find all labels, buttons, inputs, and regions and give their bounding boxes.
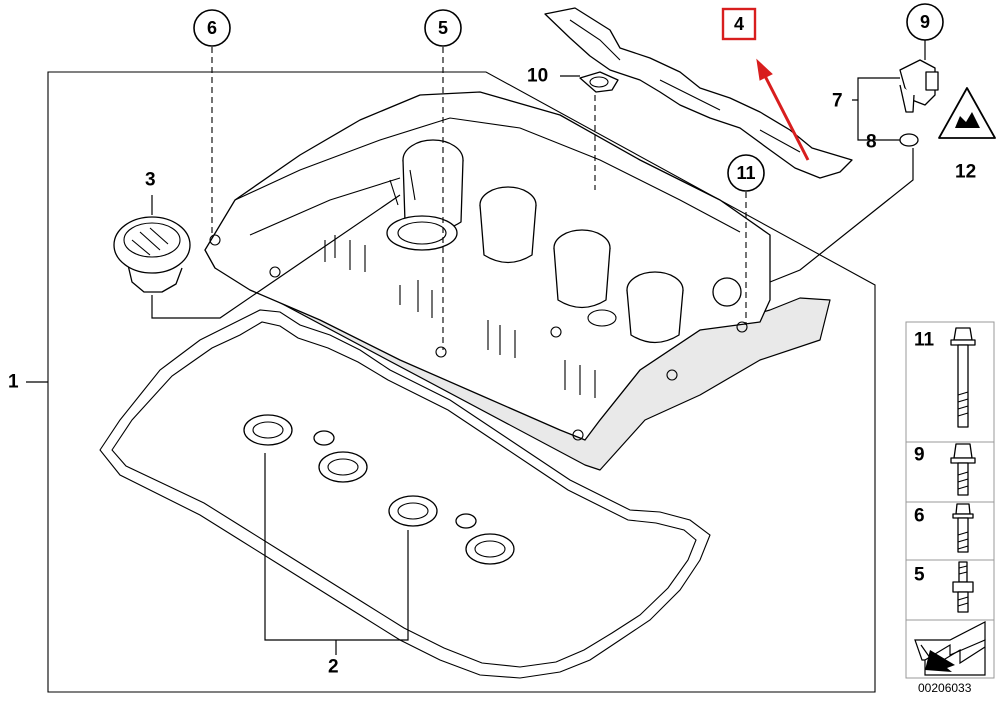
- stud-5-icon: [952, 561, 974, 613]
- callout-6-label: 6: [207, 18, 217, 38]
- washer-10: [579, 71, 619, 93]
- label-10: 10: [527, 66, 548, 87]
- leader-3b: [151, 194, 401, 319]
- callout-9: 9: [906, 3, 944, 41]
- leader-7: [852, 77, 900, 141]
- warning-triangle-icon: [938, 87, 996, 139]
- document-id: 00206033: [918, 681, 972, 695]
- callout-9-label: 9: [920, 12, 930, 32]
- callout-6: 6: [193, 9, 231, 47]
- callout-4: 4: [721, 7, 757, 41]
- bolt-5-label: 5: [914, 565, 925, 586]
- label-2: 2: [328, 657, 339, 678]
- callout-11: 11: [727, 154, 765, 192]
- leader-sensor-drop: [769, 148, 914, 283]
- label-8: 8: [866, 132, 877, 153]
- bolt-9-icon: [950, 443, 976, 496]
- highlight-arrow: [761, 71, 810, 161]
- label-3: 3: [145, 170, 156, 191]
- callout-5: 5: [424, 9, 462, 47]
- valve-cover: [204, 91, 831, 471]
- highlight-arrow-head: [756, 58, 773, 81]
- bolt-6-label: 6: [914, 506, 925, 527]
- bolt-legend: 11 9 6 5: [905, 321, 995, 679]
- engine-cover-strip: [544, 7, 853, 179]
- oil-filler-cap: [113, 216, 191, 293]
- bolt-6-icon: [952, 503, 974, 553]
- valve-cover-gasket: [99, 309, 711, 679]
- callout-11-label: 11: [736, 163, 755, 183]
- label-1: 1: [8, 372, 19, 393]
- leader-2: [264, 453, 409, 655]
- direction-arrow-icon: [914, 621, 986, 676]
- callout-5-label: 5: [438, 18, 448, 38]
- bolt-9-label: 9: [914, 445, 925, 466]
- bolt-11-label: 11: [914, 330, 935, 351]
- tube-seal-rings: [243, 414, 515, 565]
- assembly-frame: [47, 71, 876, 693]
- callout-4-label: 4: [734, 14, 744, 34]
- bolt-11-icon: [950, 327, 976, 428]
- label-7: 7: [832, 91, 843, 112]
- camshaft-sensor: [899, 59, 939, 147]
- label-12: 12: [955, 162, 976, 183]
